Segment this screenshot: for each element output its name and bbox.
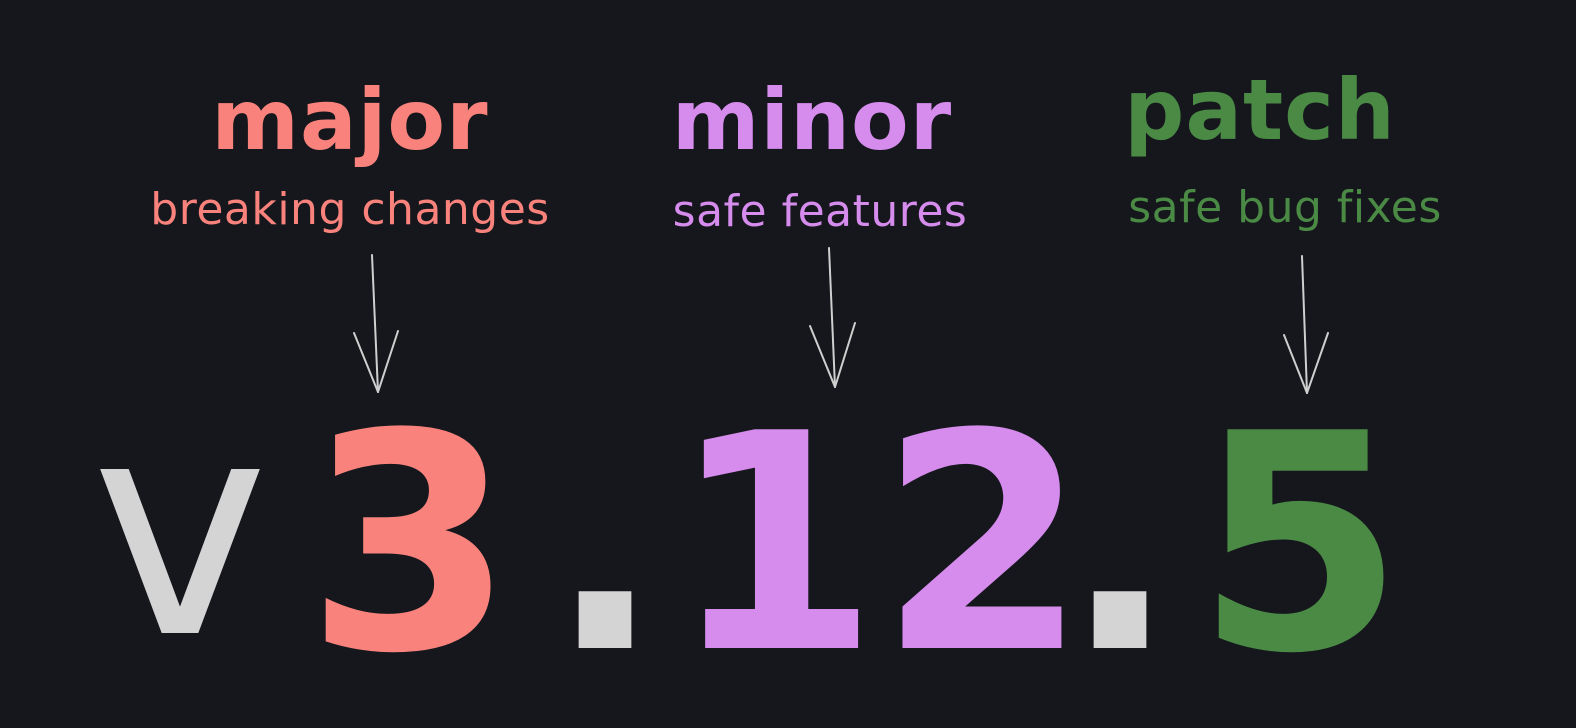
major-number: 3 [305,370,515,719]
patch-number: 5 [1195,370,1405,719]
major-title: major [211,71,489,169]
version-prefix: v [91,355,269,704]
patch-title: patch [1124,61,1396,159]
minor-title: minor [671,71,953,169]
minor-description: safe features [672,186,968,237]
minor-arrow [809,247,856,388]
minor-number: 12 [670,370,1088,719]
major-arrow [353,254,399,393]
patch-arrow [1283,255,1329,394]
patch-description: safe bug fixes [1128,182,1442,233]
major-description: breaking changes [150,184,550,235]
version-separator-1: . [548,370,662,719]
version-separator-2: . [1063,370,1177,719]
